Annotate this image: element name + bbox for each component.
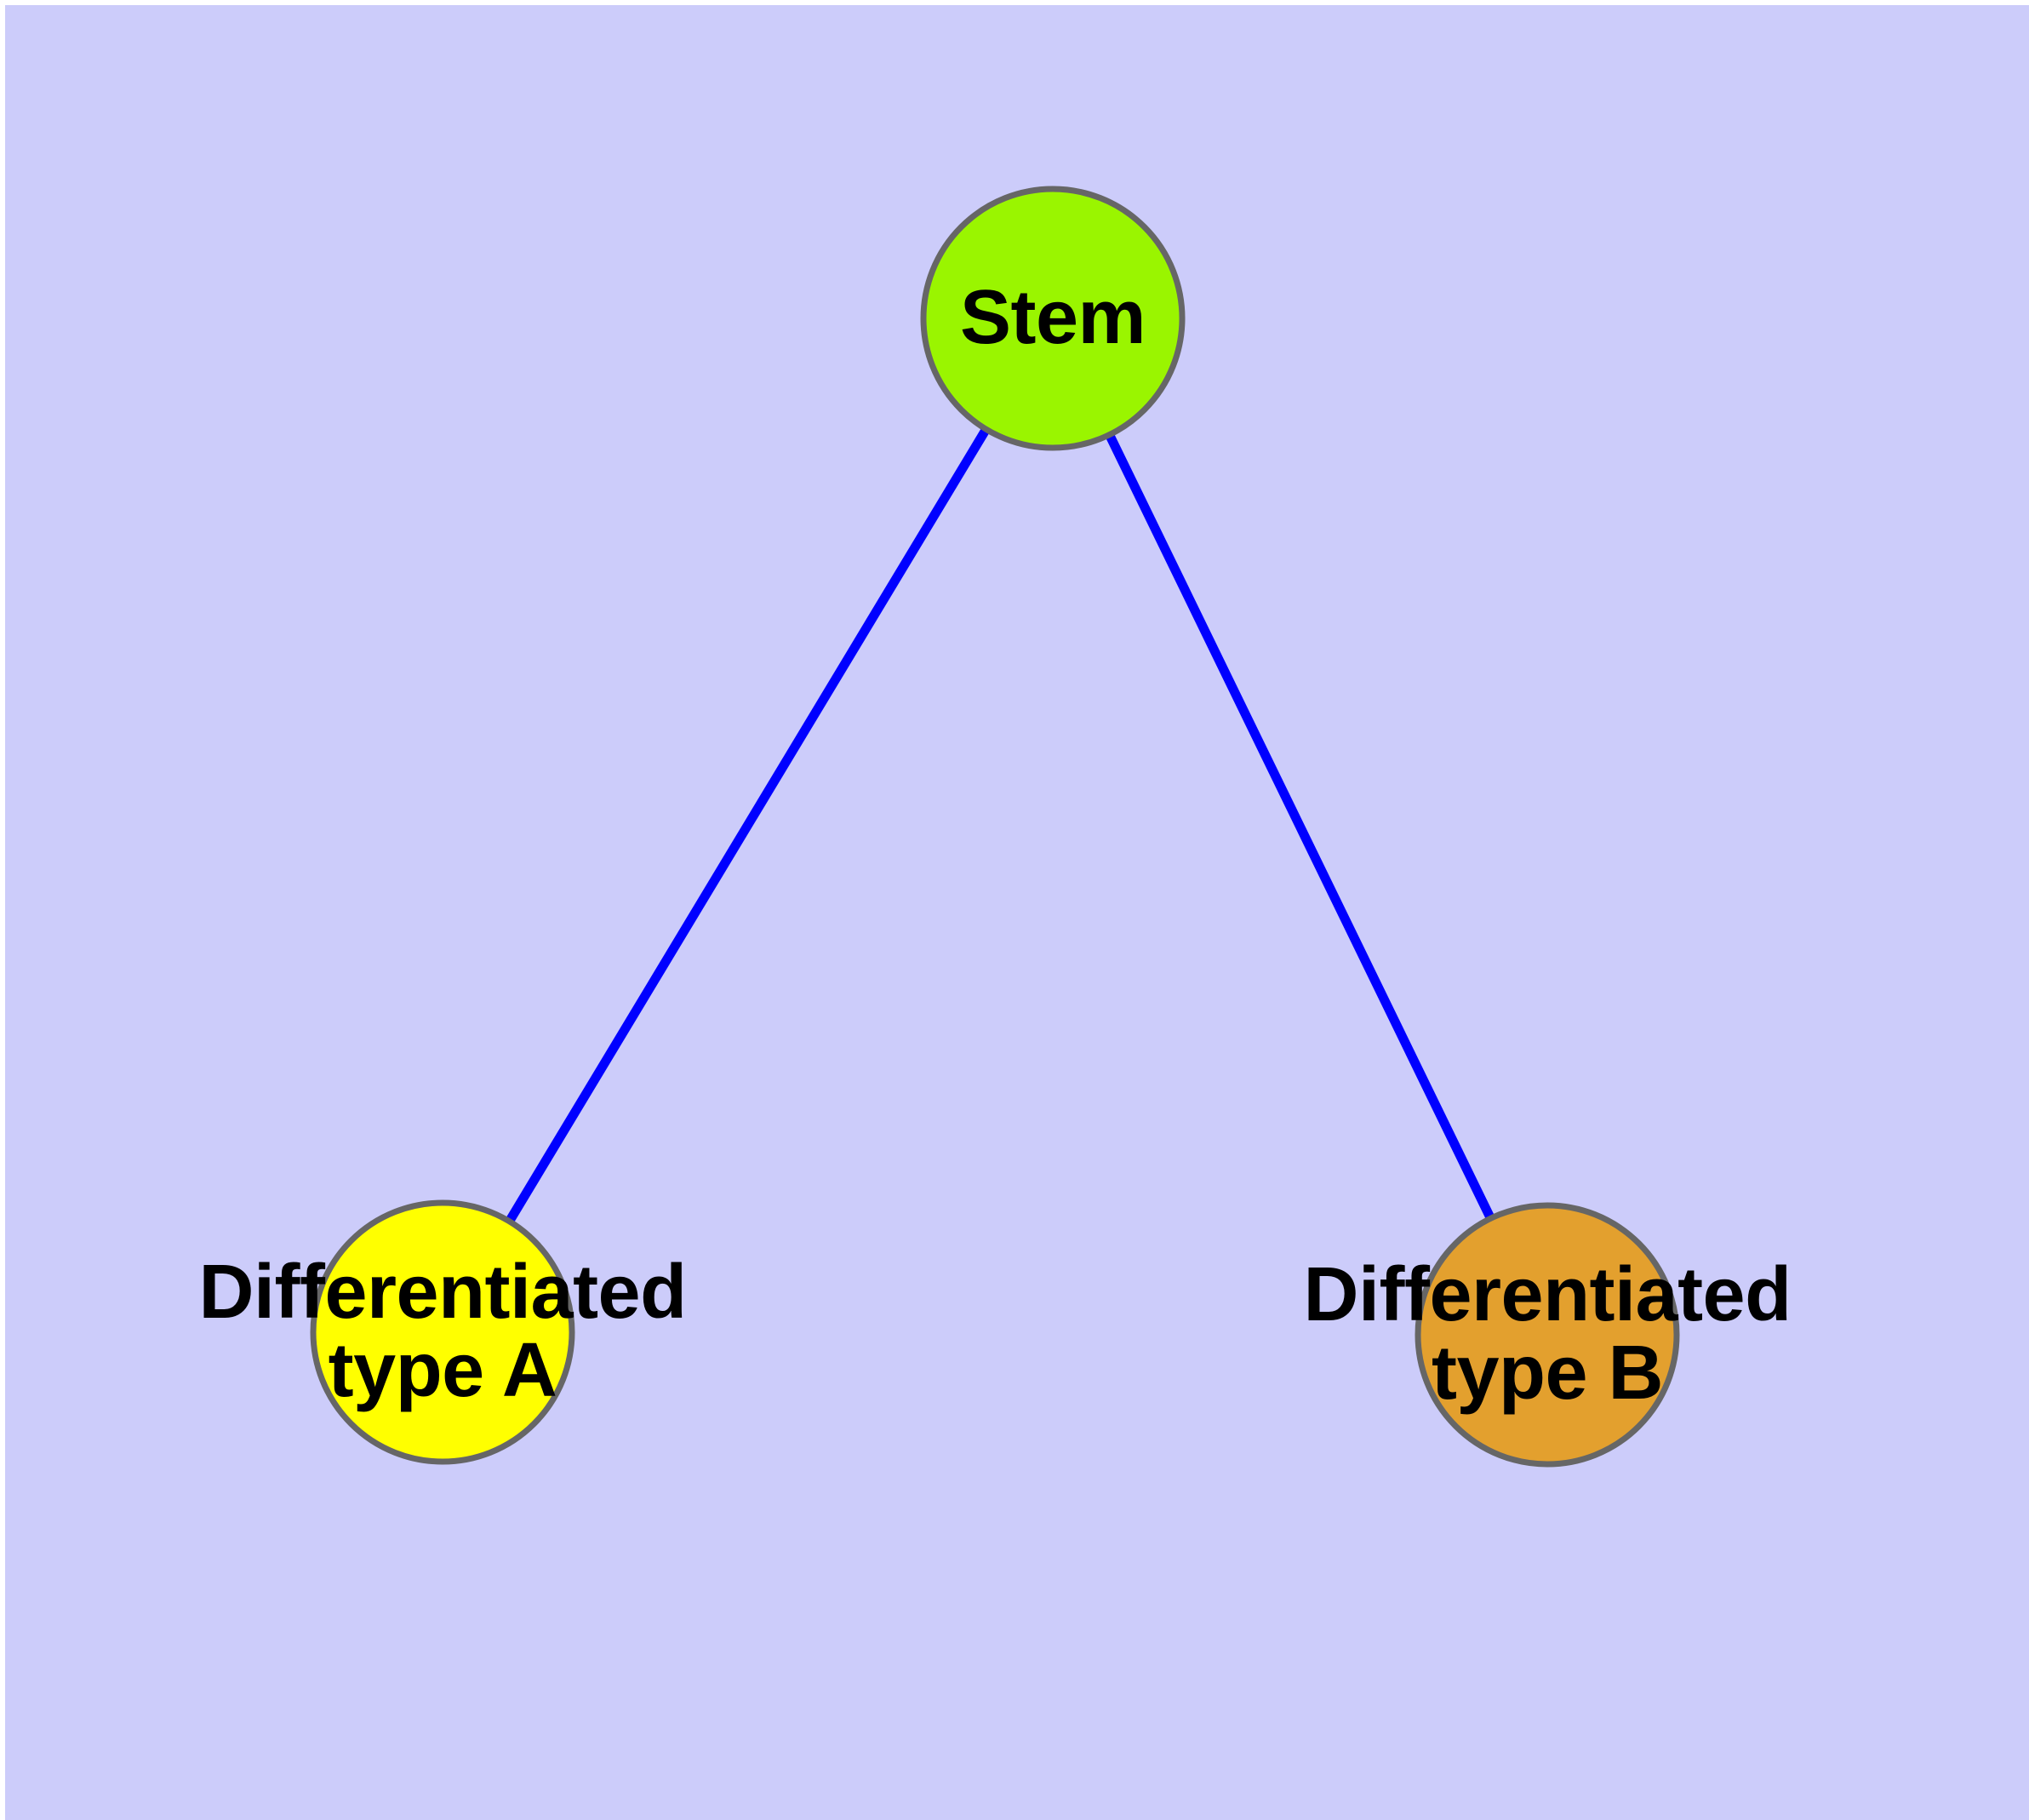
node-layer bbox=[310, 186, 1680, 1468]
graph-node-stem[interactable] bbox=[920, 186, 1186, 451]
edge-layer bbox=[438, 316, 1552, 1337]
graph-node-diff-b[interactable] bbox=[1415, 1202, 1680, 1468]
graph-edge-stem-to-a bbox=[438, 316, 1057, 1335]
graph-edge-stem-to-b bbox=[1049, 316, 1552, 1337]
graph-node-diff-a[interactable] bbox=[310, 1199, 575, 1465]
